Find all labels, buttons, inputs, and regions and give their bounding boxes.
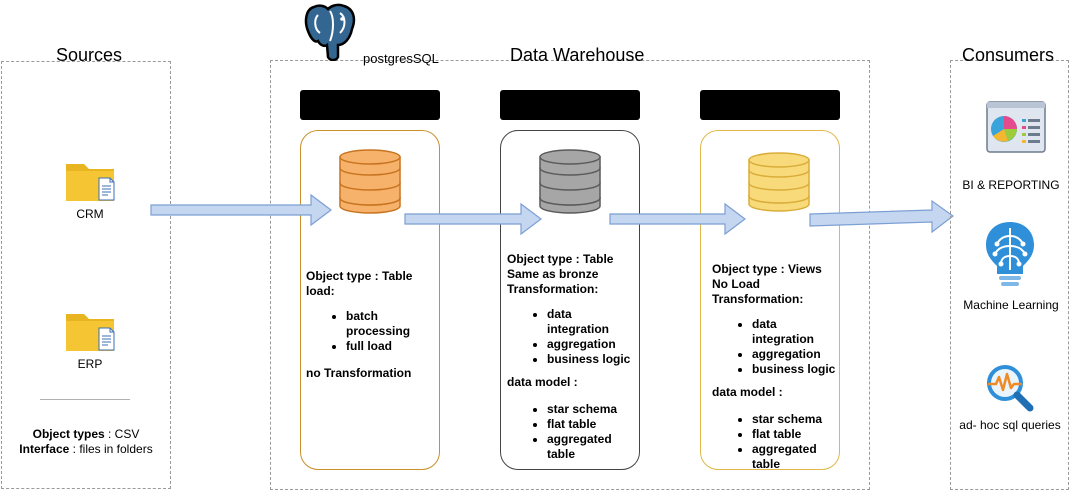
layer-3-data-model: data model : [712, 385, 783, 399]
layer-3-header-bar [700, 90, 840, 120]
layer-1-load-item: batch processing [346, 309, 426, 339]
layer-1-transformation: no Transformation [306, 366, 412, 380]
layer-3-transform-item: business logic [752, 362, 840, 377]
erp-folder-icon [64, 308, 118, 354]
consumer-label-adhoc: ad- hoc sql queries [959, 418, 1061, 432]
erp-label: ERP [77, 357, 103, 371]
arrow-layer2-to-layer3 [609, 202, 746, 236]
postgres-elephant-icon [300, 1, 362, 61]
layer-2-load: Same as bronze [507, 267, 599, 281]
interface-label: Interface [19, 442, 70, 456]
layer-2-header-bar [500, 90, 640, 120]
layer-2-model-item: aggregated table [547, 432, 617, 462]
consumer-label-ml: Machine Learning [963, 298, 1059, 312]
database-icon [339, 148, 401, 214]
object-types-label: Object types [32, 427, 105, 441]
layer-1-header-bar [300, 90, 440, 120]
warehouse-panel [270, 60, 870, 490]
layer-3-transformation: Transformation: [712, 292, 804, 306]
layer-1-load: load: [306, 284, 335, 298]
brain-lightbulb-icon [983, 220, 1037, 290]
layer-2-transform-item: aggregation [547, 337, 637, 352]
object-types-value: : CSV [104, 427, 140, 441]
layer-1-object-type: Object type : Table [306, 269, 413, 283]
database-icon [748, 152, 810, 212]
layer-3-details: Object type : Views No Load Transformati… [712, 262, 840, 472]
crm-label: CRM [76, 207, 104, 221]
sources-title: Sources [56, 45, 123, 65]
magnifier-pulse-icon [984, 362, 1036, 414]
layer-2-transformation: Transformation: [507, 282, 599, 296]
layer-2-model-item: star schema [547, 402, 639, 417]
sources-meta: Object types : CSV Interface : files in … [6, 427, 166, 457]
database-icon [539, 148, 601, 214]
layer-3-transform-item: aggregation [752, 347, 840, 362]
layer-3-object-type: Object type : Views [712, 262, 822, 276]
layer-2-object-type: Object type : Table [507, 252, 614, 266]
layer-2-model-item: flat table [547, 417, 639, 432]
warehouse-title: Data Warehouse [510, 45, 645, 65]
layer-2-details: Object type : Table Same as bronze Trans… [507, 252, 639, 462]
arrow-layer3-to-consumers [809, 199, 955, 234]
arrow-layer1-to-layer2 [404, 202, 542, 236]
consumer-label-bi: BI & REPORTING [962, 178, 1060, 192]
layer-3-transform-item: data integration [752, 317, 814, 347]
layer-1-details: Object type : Table load: batch processi… [306, 269, 438, 381]
sources-divider [40, 399, 130, 400]
consumers-panel [950, 60, 1069, 490]
postgres-label: postgresSQL [363, 51, 439, 66]
layer-3-model-item: flat table [752, 427, 840, 442]
dashboard-chart-icon [984, 99, 1048, 157]
interface-value: : files in folders [69, 442, 153, 456]
layer-3-load: No Load [712, 277, 760, 291]
layer-2-data-model: data model : [507, 375, 578, 389]
consumers-title: Consumers [962, 45, 1055, 65]
crm-folder-icon [64, 158, 118, 204]
sources-panel [1, 61, 171, 489]
layer-2-transform-item: business logic [547, 352, 637, 367]
layer-3-model-item: star schema [752, 412, 840, 427]
layer-1-load-item: full load [346, 339, 426, 354]
arrow-sources-to-layer1 [150, 193, 332, 227]
layer-2-transform-item: data integration [547, 307, 609, 337]
layer-3-model-item: aggregated table [752, 442, 822, 472]
